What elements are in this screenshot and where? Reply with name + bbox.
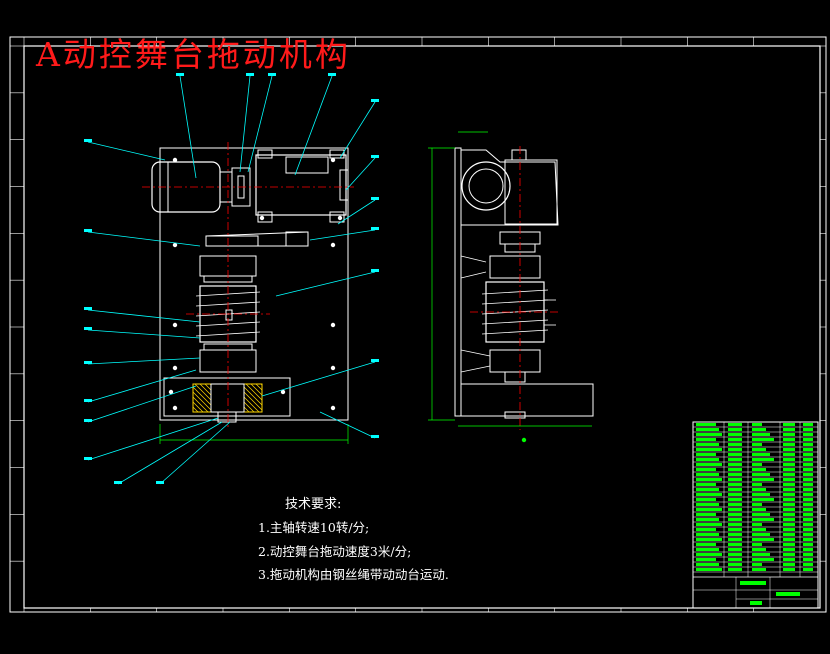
requirement-item-2: 2.动控舞台拖动速度3米/分; xyxy=(258,544,412,559)
drawing-title: A动控舞台拖动机构 xyxy=(36,35,351,74)
side-view xyxy=(428,131,594,443)
requirement-item-3: 3.拖动机构由钢丝绳带动动台运动. xyxy=(258,567,449,582)
reducer-housing xyxy=(255,154,347,216)
front-view xyxy=(142,142,354,444)
side-plate xyxy=(454,147,462,417)
side-base xyxy=(460,383,594,417)
parts-list-table xyxy=(692,421,819,609)
hatch-right xyxy=(243,383,263,413)
sheet-frame xyxy=(9,36,827,613)
part-leader-lines xyxy=(87,75,376,485)
part-number-tags xyxy=(84,73,379,484)
belt-pulley-large xyxy=(205,235,259,247)
belt-pulley-small xyxy=(285,231,309,247)
requirements-heading: 技术要求: xyxy=(285,497,342,512)
hatch-left xyxy=(192,383,212,413)
requirement-item-1: 1.主轴转速10转/分; xyxy=(258,520,370,535)
motor-end-circle xyxy=(461,161,511,211)
base-plate xyxy=(159,147,349,421)
